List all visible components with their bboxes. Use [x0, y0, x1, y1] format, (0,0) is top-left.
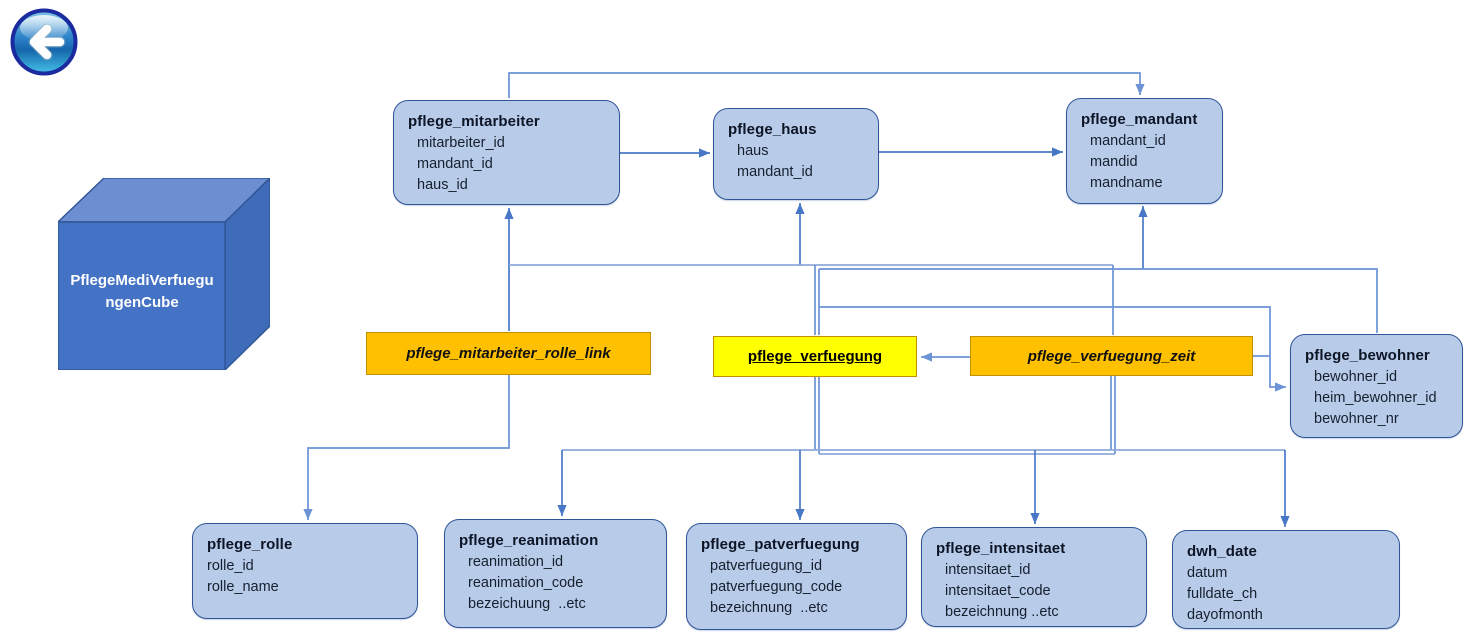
node-title-pflege_mandant: pflege_mandant [1081, 111, 1198, 128]
field-dwh_date: fulldate_ch [1187, 586, 1258, 602]
field-dwh_date: datum [1187, 565, 1228, 581]
node-pflege_rolle[interactable]: pflege_rolle rolle_id rolle_name [192, 523, 418, 619]
arrowhead-mitarbeiter-to-mandant-top [1135, 84, 1145, 95]
connector-mitarbeiter-to-mandant-top [508, 72, 1141, 98]
node-pflege_mitarbeiter[interactable]: pflege_mitarbeiter mitarbeiter_id mandant_… [393, 100, 620, 205]
field-pflege_mandant: mandname [1090, 175, 1163, 191]
node-fields-pflege_intensitaet: intensitaet_id intensitaet_code bezeichnun… [936, 560, 1134, 623]
connector-bus-upper-b [819, 268, 1378, 333]
node-title-pflege_patverfuegung: pflege_patverfuegung [701, 536, 860, 553]
field-pflege_haus: haus [737, 143, 769, 159]
node-title-pflege_bewohner: pflege_bewohner [1305, 347, 1430, 364]
node-title-pflege_mitarbeiter_rolle_link: pflege_mitarbeiter_rolle_link [406, 345, 611, 362]
back-arrow-icon [10, 8, 78, 76]
arrowhead-drop-to-reanimation [557, 505, 567, 516]
back-button[interactable] [10, 8, 78, 76]
arrowhead-rollelink-to-rolle [303, 509, 313, 520]
field-pflege_patverfuegung: bezeichnung ..etc [710, 600, 828, 616]
field-pflege_mitarbeiter: haus_id [417, 177, 468, 193]
field-pflege_mandant: mandid [1090, 154, 1138, 170]
arrowhead-rollelink-to-mitarbeiter [504, 208, 514, 219]
field-pflege_intensitaet: bezeichnung ..etc [945, 604, 1059, 620]
arrowhead-zeit-to-verfuegung [921, 352, 932, 362]
cube-label: PflegeMediVerfuegu ngenCube [60, 270, 224, 314]
node-pflege_verfuegung_zeit[interactable]: pflege_verfuegung_zeit [970, 336, 1253, 376]
node-title-pflege_reanimation: pflege_reanimation [459, 532, 599, 549]
field-pflege_intensitaet: intensitaet_code [945, 583, 1051, 599]
field-pflege_bewohner: heim_bewohner_id [1314, 390, 1437, 406]
field-pflege_patverfuegung: patverfuegung_id [710, 558, 823, 574]
node-fields-pflege_rolle: rolle_id rolle_name [207, 556, 405, 598]
node-fields-pflege_mitarbeiter: mitarbeiter_id mandant_id haus_id [408, 133, 607, 196]
cube-label-line1: PflegeMediVerfuegu [70, 272, 214, 289]
field-pflege_patverfuegung: patverfuegung_code [710, 579, 843, 595]
field-pflege_haus: mandant_id [737, 164, 813, 180]
node-pflege_bewohner[interactable]: pflege_bewohner bewohner_id heim_bewohner_… [1290, 334, 1463, 438]
arrowhead-mitarbeiter-to-haus [699, 148, 710, 158]
field-pflege_rolle: rolle_id [207, 558, 254, 574]
cube-faces [56, 176, 272, 372]
node-fields-pflege_bewohner: bewohner_id heim_bewohner_id bewohner_nr [1305, 367, 1450, 430]
node-fields-pflege_haus: haus mandant_id [728, 141, 866, 183]
arrowhead-verfuegung-to-bewohner [1275, 382, 1286, 392]
node-pflege_mitarbeiter_rolle_link[interactable]: pflege_mitarbeiter_rolle_link [366, 332, 651, 375]
field-pflege_mandant: mandant_id [1090, 133, 1166, 149]
field-dwh_date: dayofmonth [1187, 607, 1263, 623]
node-pflege_verfuegung[interactable]: pflege_verfuegung [713, 336, 917, 377]
node-title-pflege_mitarbeiter: pflege_mitarbeiter [408, 113, 540, 130]
arrowhead-drop-to-patverfuegung [795, 509, 805, 520]
field-pflege_mitarbeiter: mitarbeiter_id [417, 135, 505, 151]
node-title-dwh_date: dwh_date [1187, 543, 1257, 560]
field-pflege_reanimation: reanimation_code [468, 575, 584, 591]
node-title-pflege_intensitaet: pflege_intensitaet [936, 540, 1066, 557]
field-pflege_mitarbeiter: mandant_id [417, 156, 493, 172]
field-pflege_intensitaet: intensitaet_id [945, 562, 1031, 578]
cube-label-line2: ngenCube [105, 294, 179, 311]
arrowhead-bus-to-mandant [1138, 206, 1148, 217]
field-pflege_reanimation: bezeichuung ..etc [468, 596, 586, 612]
field-pflege_rolle: rolle_name [207, 579, 279, 595]
cube-shape[interactable]: PflegeMediVerfuegu ngenCube [56, 176, 272, 372]
node-title-pflege_haus: pflege_haus [728, 121, 817, 138]
field-pflege_reanimation: reanimation_id [468, 554, 564, 570]
node-title-pflege_verfuegung_zeit: pflege_verfuegung_zeit [1027, 347, 1196, 365]
arrowhead-drop-to-dwhdate [1280, 516, 1290, 527]
arrowhead-bus-to-haus [795, 203, 805, 214]
node-title-pflege_rolle: pflege_rolle [207, 536, 293, 553]
node-fields-pflege_reanimation: reanimation_id reanimation_code bezeichuun… [459, 552, 654, 615]
arrowhead-haus-to-mandant [1052, 147, 1063, 157]
field-pflege_bewohner: bewohner_nr [1314, 411, 1399, 427]
node-fields-dwh_date: datum fulldate_ch dayofmonth [1187, 563, 1387, 626]
arrowhead-drop-to-intensitaet [1030, 513, 1040, 524]
node-title-pflege_verfuegung: pflege_verfuegung [747, 348, 883, 365]
field-pflege_bewohner: bewohner_id [1314, 369, 1398, 385]
connector-rollelink-to-rolle [307, 375, 510, 520]
